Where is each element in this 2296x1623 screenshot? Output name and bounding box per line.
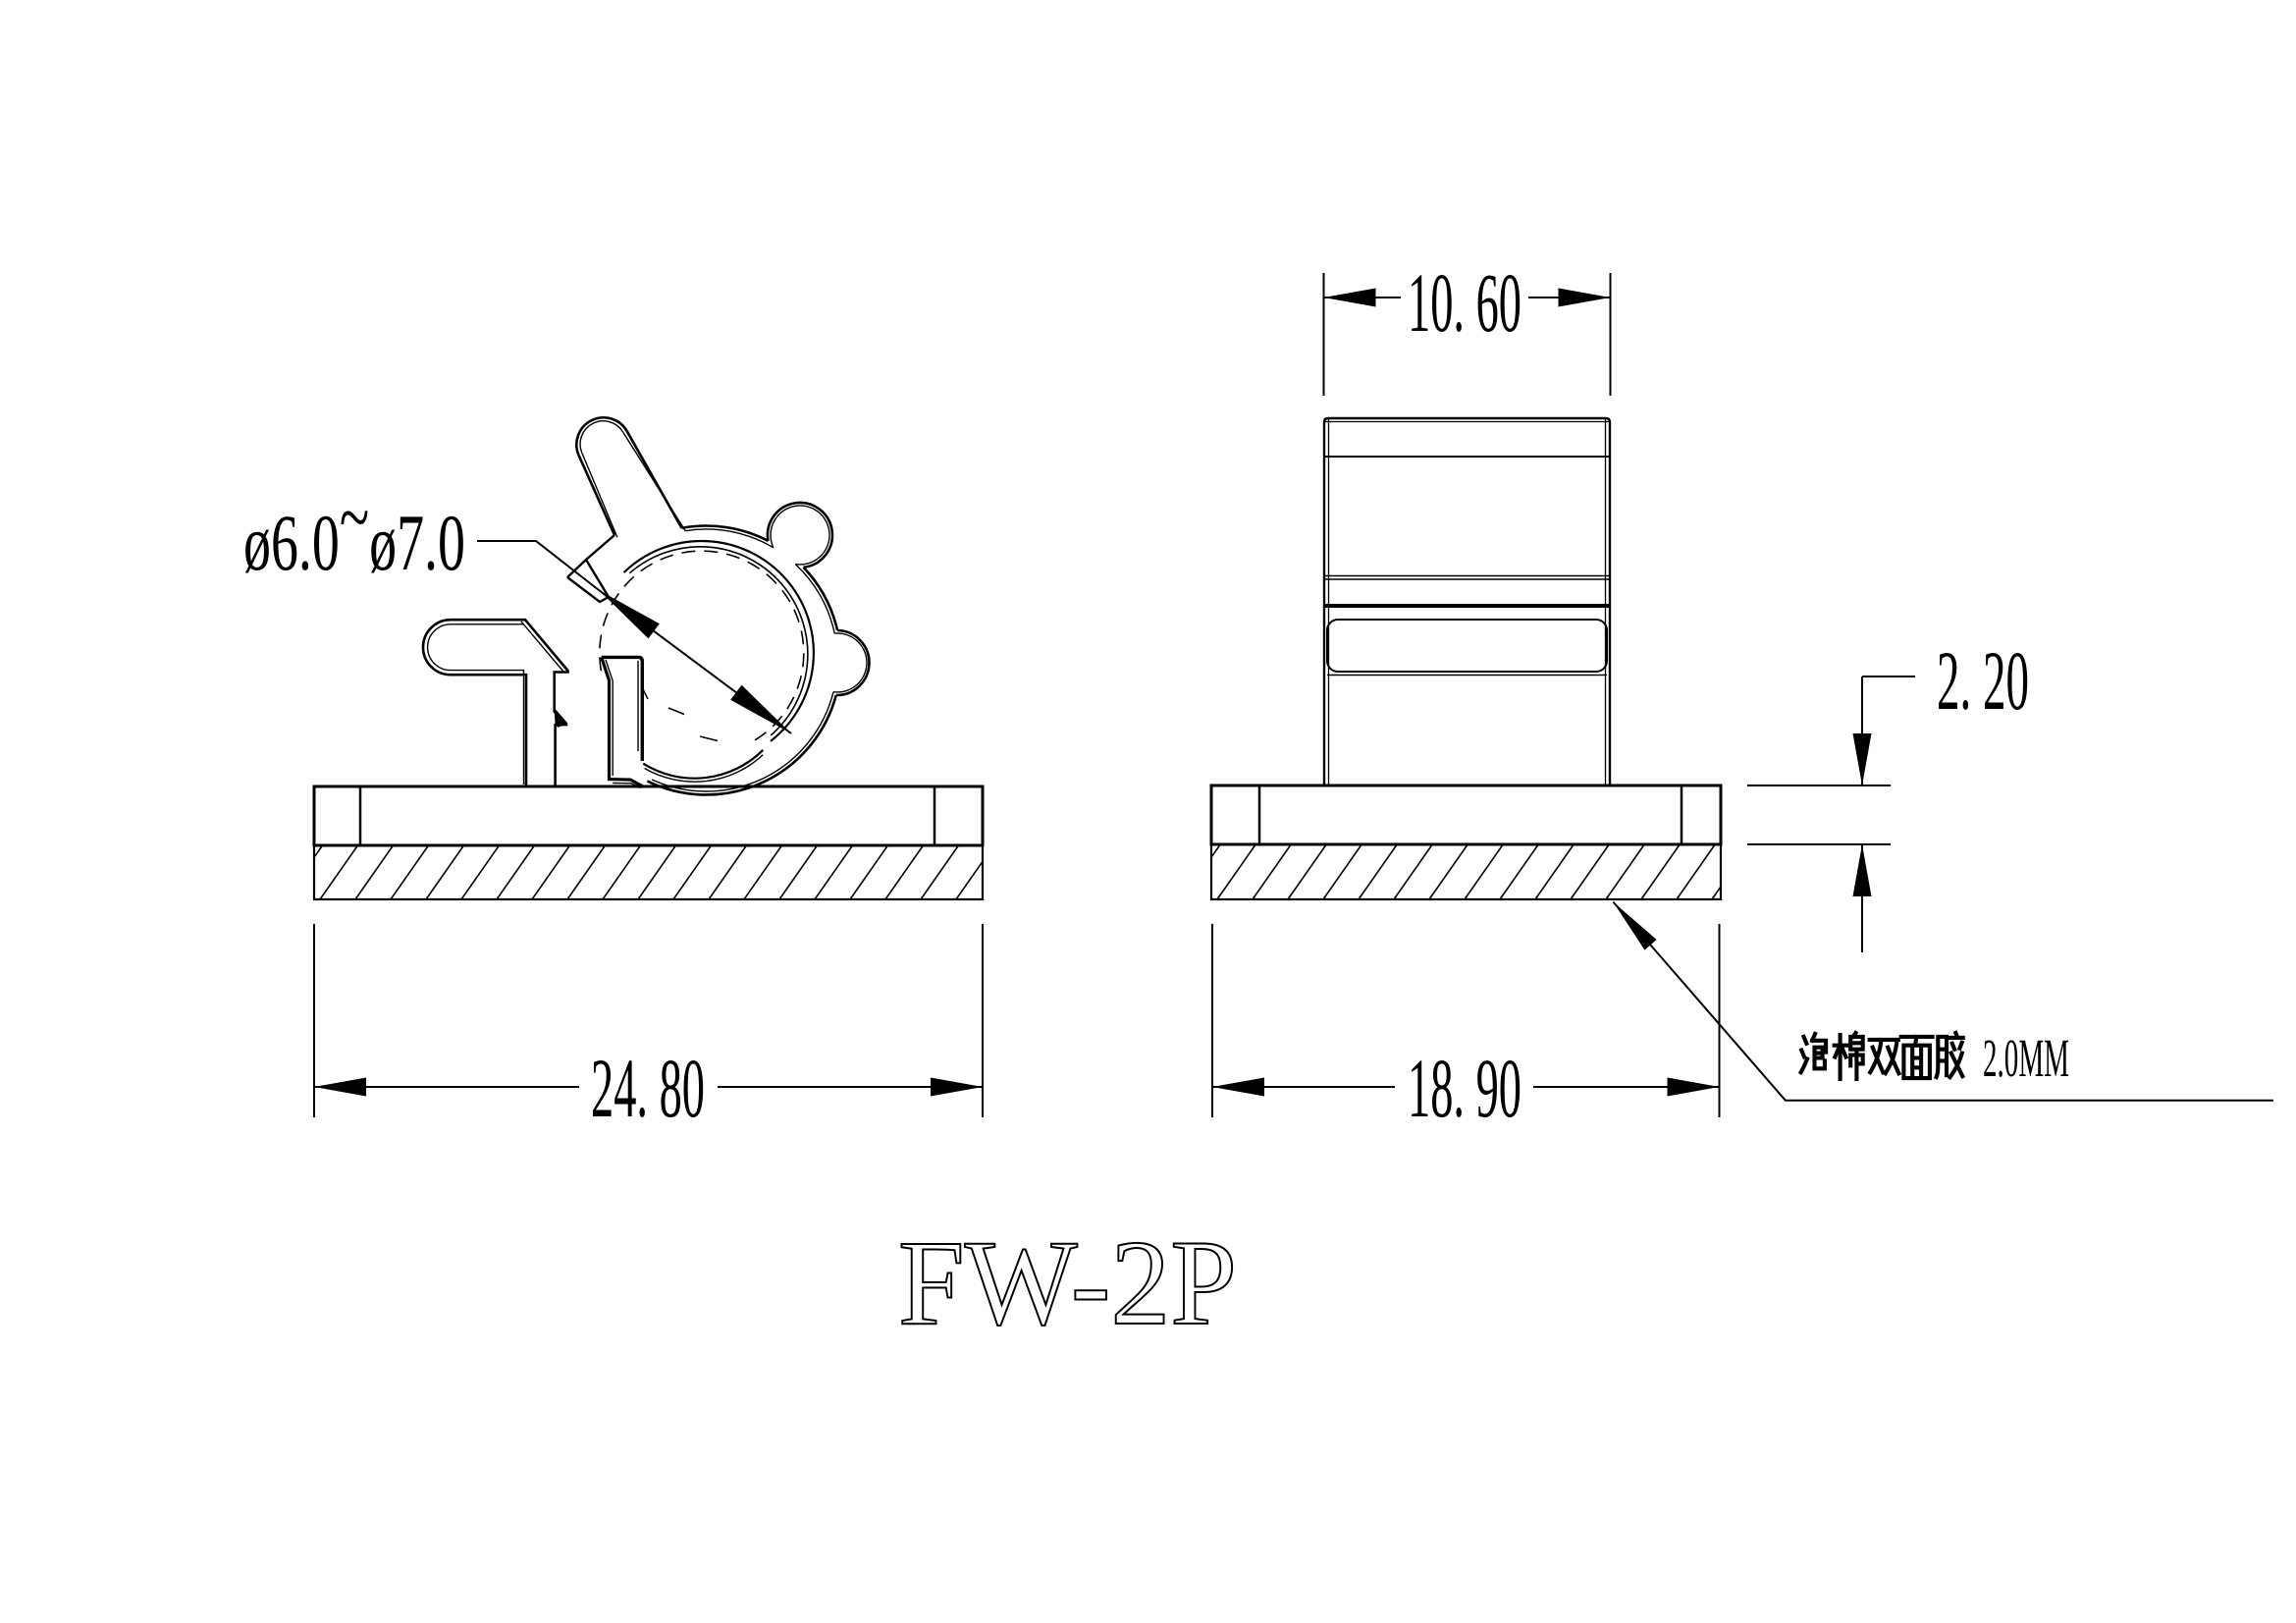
svg-text:18. 90: 18. 90 — [1408, 1041, 1522, 1135]
svg-text:FW-2P: FW-2P — [898, 1216, 1237, 1350]
svg-text:24. 80: 24. 80 — [591, 1041, 705, 1135]
svg-text:2.0MM: 2.0MM — [1983, 1028, 2069, 1088]
svg-text:2. 20: 2. 20 — [1937, 633, 2029, 728]
svg-text:10. 60: 10. 60 — [1408, 255, 1522, 350]
